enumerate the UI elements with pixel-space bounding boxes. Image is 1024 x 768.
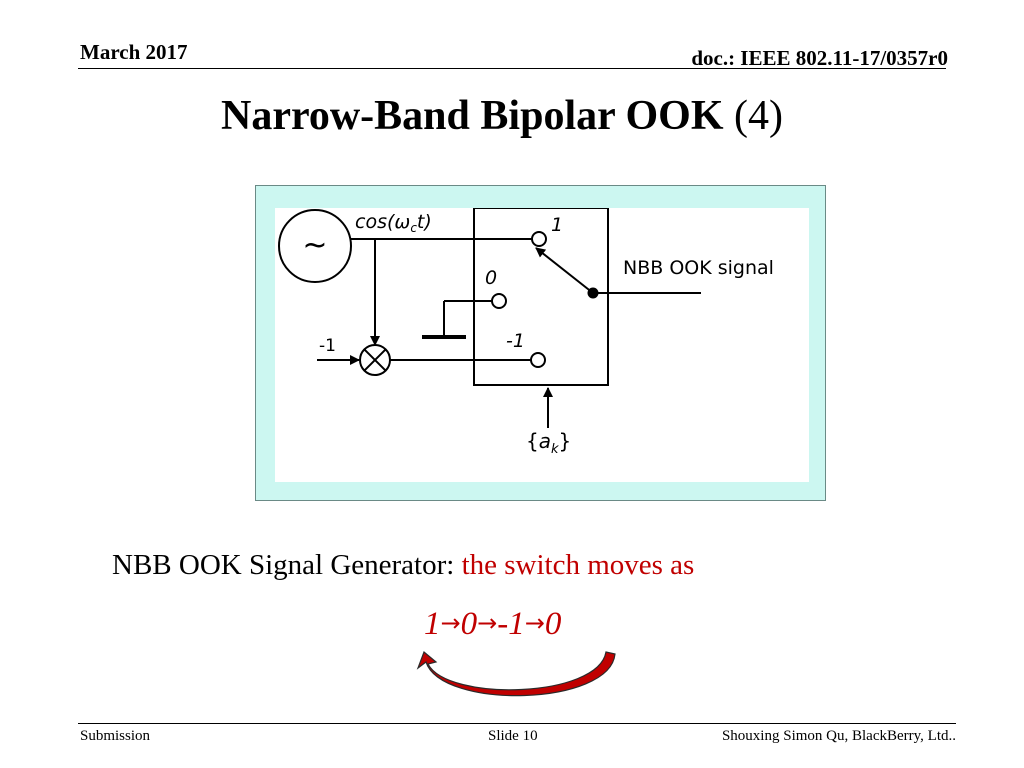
sequence-step-2: 0 [460, 606, 478, 642]
mixer-input-label: -1 [319, 336, 336, 356]
port-1-label: 1 [551, 214, 563, 236]
carrier-label: cos(ωct) [355, 211, 432, 235]
port-0 [491, 293, 507, 309]
control-label: {ak} [526, 429, 571, 457]
diagram-canvas: ~ cos(ωct) -1 [275, 208, 809, 482]
mixer-cross-b [363, 348, 387, 372]
header-divider [78, 68, 946, 69]
sequence-step-3: -1 [497, 606, 525, 642]
header-doc-id: doc.: IEEE 802.11-17/0357r0 [691, 46, 948, 70]
footer-author: Shouxing Simon Qu, BlackBerry, Ltd.. [721, 728, 956, 744]
slide-title-main: Narrow-Band Bipolar OOK [221, 93, 724, 139]
header-date: March 2017 [80, 40, 188, 64]
port-0-label: 0 [485, 267, 497, 289]
slide-title: Narrow-Band Bipolar OOK (4) [0, 92, 1004, 140]
diagram-frame: ~ cos(ωct) -1 [255, 185, 826, 501]
switch-arm [535, 247, 594, 294]
sequence-step-4: 0 [544, 606, 562, 642]
sequence-arrow-3: → [524, 609, 545, 637]
loop-back-arrow [416, 650, 616, 697]
port-neg1-label: -1 [506, 330, 525, 352]
caption-highlight: the switch moves as [461, 549, 695, 581]
switch-sequence: 1→0→-1→0 [424, 606, 561, 643]
footer-divider [78, 723, 956, 724]
loop-back-arrow-shape [416, 650, 616, 697]
oscillator-circle [278, 209, 352, 283]
port-neg1 [530, 352, 546, 368]
footer-slide-number: Slide 10 [488, 728, 538, 744]
port-1 [531, 231, 547, 247]
sequence-arrow-2: → [477, 609, 498, 637]
slide-title-suffix: (4) [734, 93, 783, 139]
footer-submission: Submission [80, 728, 151, 744]
sequence-arrow-1: → [440, 609, 461, 637]
caption-prefix: NBB OOK Signal Generator: [112, 549, 462, 581]
output-label: NBB OOK signal [623, 257, 774, 279]
oscillator-symbol: ~ [302, 228, 327, 263]
switch-box [473, 208, 609, 386]
switch-diagram: ~ cos(ωct) -1 [278, 208, 774, 457]
sequence-step-1: 1 [424, 606, 441, 642]
caption: NBB OOK Signal Generator: the switch mov… [112, 549, 694, 582]
